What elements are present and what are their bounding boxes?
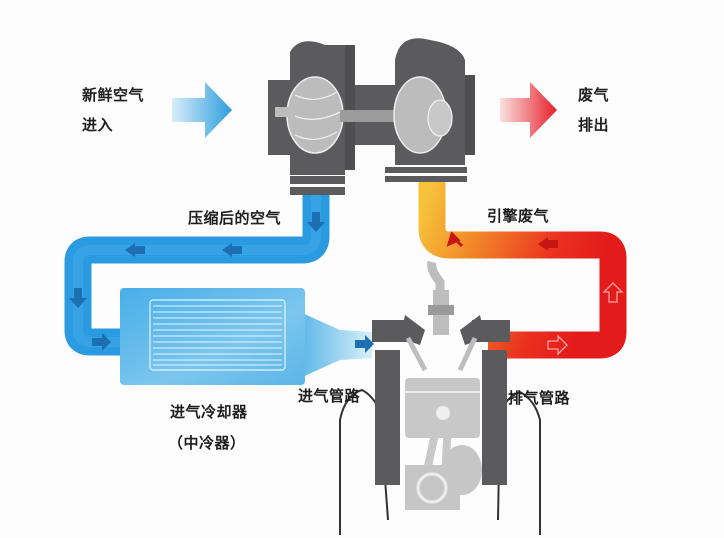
intercooler-label: 进气冷却器 [170,403,248,421]
exhaust-manifold-label: 排气管路 [508,389,571,407]
hot-flow-arrows [446,231,624,356]
compressed-air-pipe [64,192,330,356]
arrow-down-icon [307,212,325,232]
arrow-right-icon [92,333,111,351]
exhaust-out-label: 排出 [578,116,610,134]
arrow-down-icon [69,288,87,308]
engine-cylinder [339,260,541,535]
engine-exhaust-label: 引擎废气 [487,207,550,225]
compressed-air-label: 压缩后的空气 [188,209,282,227]
arrow-right-icon [547,334,568,356]
engine-exhaust-pipe [418,180,627,359]
arrow-up-icon [602,282,624,303]
arrow-left-icon [538,237,558,251]
arrow-left-icon [125,243,145,257]
turbocharger [268,38,475,195]
fresh-air-in-label: 进入 [82,116,114,134]
cold-flow-arrows [69,212,374,353]
arrow-right-icon [355,335,374,353]
intercooler-alias-label: （中冷器） [168,434,246,452]
intake-manifold-label: 进气管路 [298,387,361,405]
arrow-left-icon [222,243,242,257]
exhaust-label: 废气 [578,86,610,104]
intercooler [120,288,372,385]
fresh-air-arrow-icon [172,82,232,138]
arrow-up-left-icon [446,231,464,248]
exhaust-out-arrow-icon [500,82,557,138]
fresh-air-label: 新鲜空气 [82,86,145,104]
